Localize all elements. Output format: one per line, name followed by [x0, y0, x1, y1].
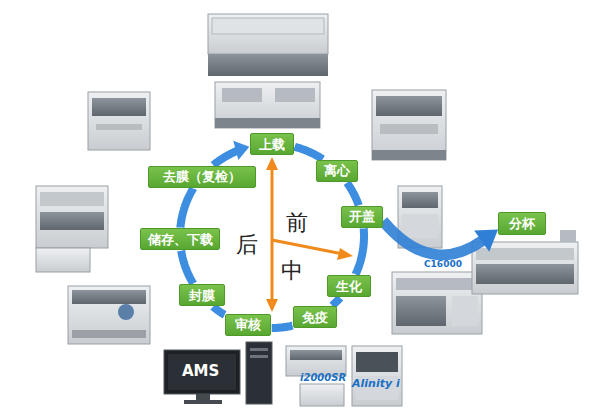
chemistry-analyzer [392, 272, 482, 334]
sealing-instrument [68, 286, 150, 344]
connector-line [356, 229, 364, 275]
step-box: 离心 [316, 160, 358, 182]
connector-line [272, 326, 293, 328]
flow-connector [180, 189, 193, 228]
step-box: 开盖 [341, 206, 383, 228]
immunoassay-analyzer [286, 346, 346, 406]
model-label: C16000 [424, 259, 462, 269]
connector-line [295, 147, 323, 159]
step-label: 储存、下载 [148, 232, 213, 247]
phase-label: 前 [286, 208, 308, 238]
step-box: 储存、下载 [140, 228, 220, 250]
flow-connector [383, 221, 498, 255]
step-label: 开盖 [349, 209, 375, 224]
step-box: 上载 [250, 133, 294, 155]
step-label: 审核 [235, 317, 261, 332]
computer [164, 342, 272, 404]
step-box: 分杯 [498, 212, 546, 235]
flow-connector [356, 229, 364, 275]
immunoassay-analyzer [352, 346, 402, 406]
connector-line [213, 307, 224, 315]
flow-connector [213, 141, 249, 165]
connector-line [181, 251, 193, 284]
connector-line [383, 221, 483, 255]
step-label: 上载 [259, 137, 285, 152]
model-label: i2000SR [300, 372, 346, 383]
connector-line [332, 298, 340, 306]
connector-line [213, 151, 238, 166]
connector-line [180, 189, 193, 228]
storage-instrument [36, 186, 108, 272]
arrow-head [233, 141, 249, 160]
step-box: 免疫 [293, 306, 337, 328]
loading-instrument [208, 14, 328, 128]
step-box: 生化 [327, 275, 371, 297]
flow-connector [272, 326, 293, 328]
flow-connector [332, 298, 340, 306]
step-box: 去膜（复检） [148, 166, 256, 188]
centrifuge-instrument [372, 90, 446, 160]
flow-connector [213, 307, 224, 315]
arrow-head [474, 230, 498, 252]
flow-connector [295, 147, 323, 159]
screen-text: AMS [182, 362, 219, 380]
step-box: 封膜 [179, 284, 225, 306]
step-box: 审核 [225, 314, 271, 336]
step-label: 生化 [336, 279, 362, 294]
flow-connector [181, 251, 193, 284]
model-label: Alinity i [352, 377, 400, 390]
step-label: 去膜（复检） [163, 169, 241, 184]
aliquot-instrument [472, 230, 578, 294]
step-label: 分杯 [509, 216, 535, 231]
step-label: 封膜 [189, 288, 215, 303]
phase-label: 后 [236, 230, 258, 260]
phase-label: 中 [281, 256, 303, 286]
step-label: 离心 [324, 163, 350, 178]
connector-line [347, 183, 359, 206]
flow-connector [347, 183, 359, 206]
decap-instrument [88, 92, 150, 150]
step-label: 免疫 [302, 310, 328, 325]
